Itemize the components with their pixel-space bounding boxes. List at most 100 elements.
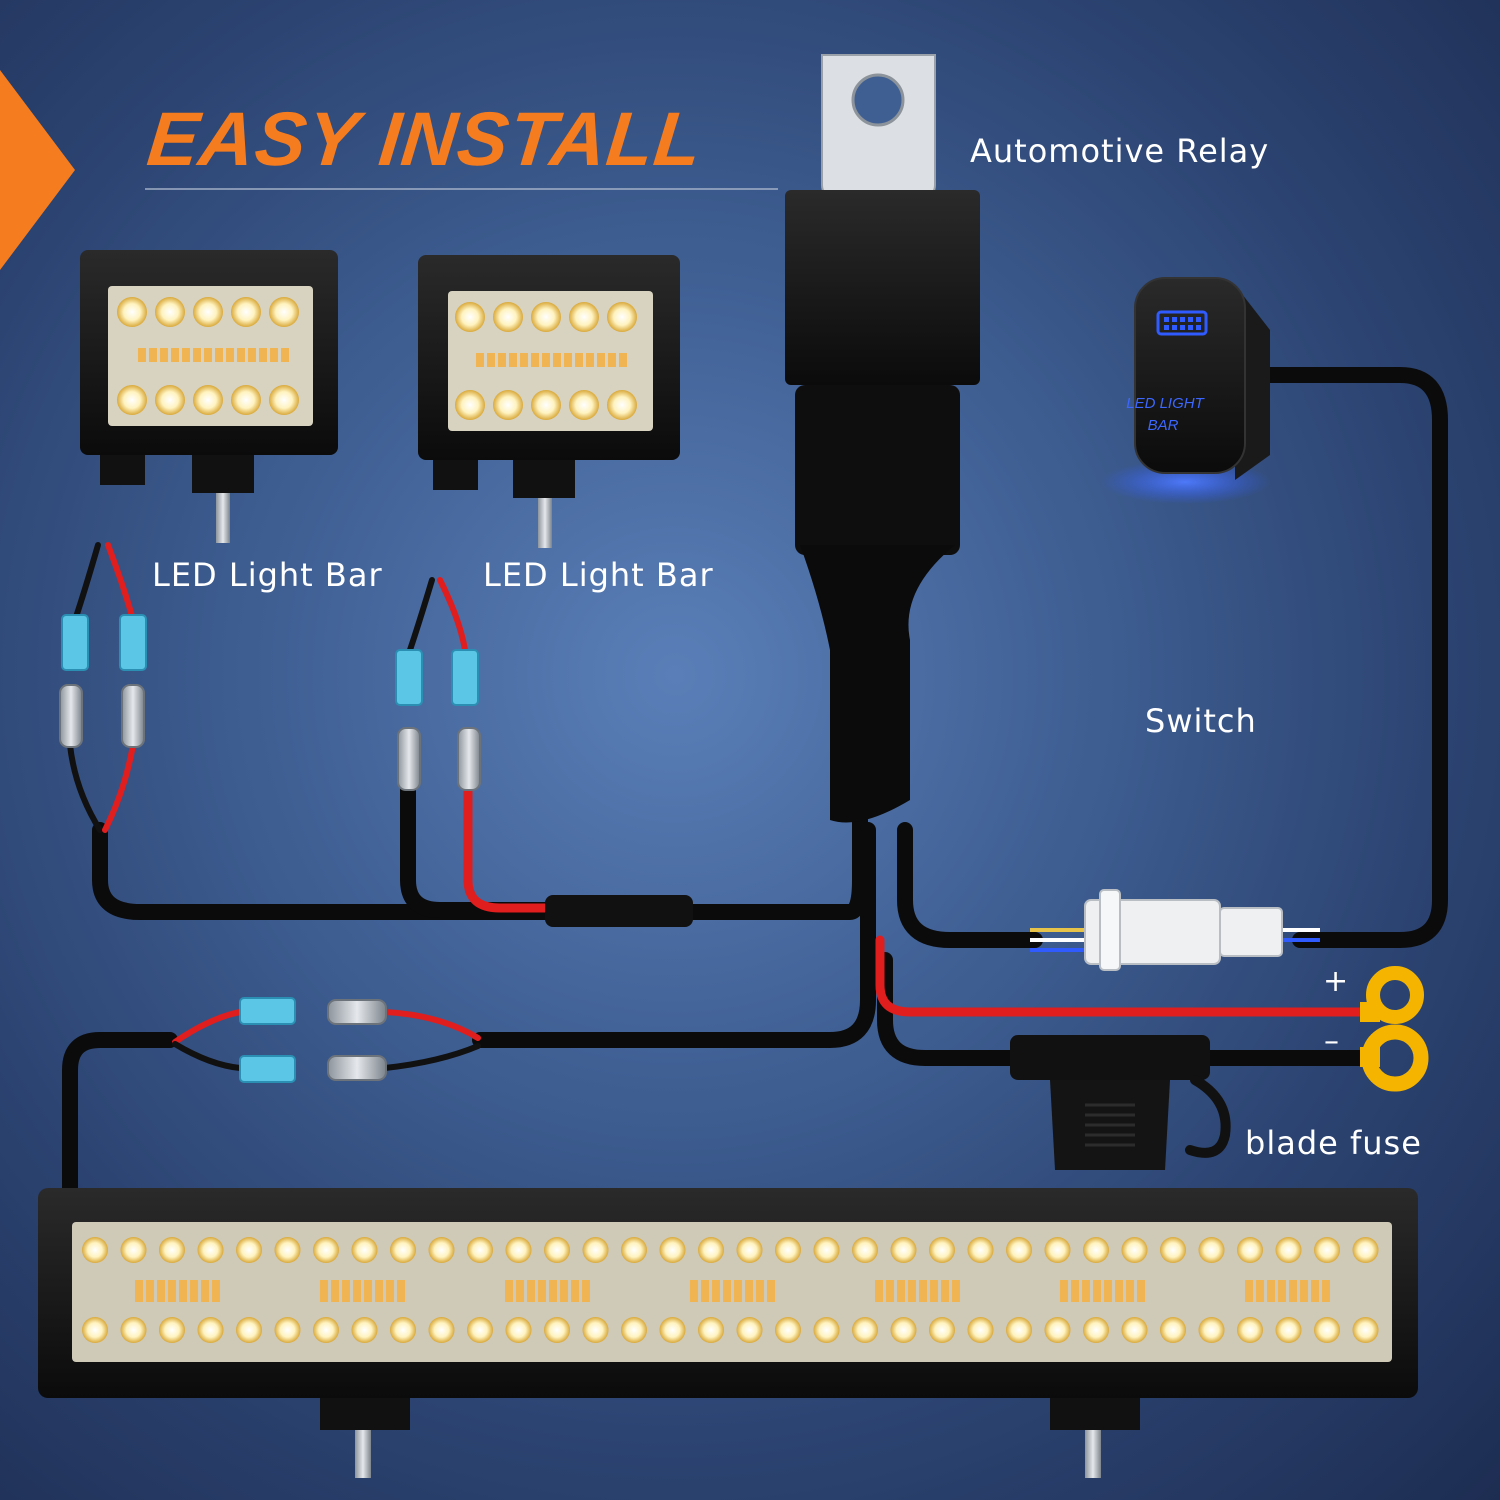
wire-switch-return xyxy=(1262,367,1448,948)
relay-body xyxy=(785,190,980,385)
led-chip-icon xyxy=(571,1280,579,1302)
led-chip-icon xyxy=(320,1280,328,1302)
led-chip-icon xyxy=(712,1280,720,1302)
led-chip-icon xyxy=(1300,1280,1308,1302)
led-chip-icon xyxy=(941,1280,949,1302)
main-bar-pigtail xyxy=(172,1009,481,1071)
led-chip-icon xyxy=(487,353,495,367)
right-lamp-pigtail xyxy=(407,577,468,653)
relay-icon xyxy=(785,54,980,823)
heat-shrink-sleeve xyxy=(545,895,693,927)
led-chip-icon xyxy=(930,1280,938,1302)
led-chip-icon xyxy=(476,353,484,367)
led-chip-icon xyxy=(538,1280,546,1302)
led-icon xyxy=(1352,1237,1379,1263)
led-icon xyxy=(197,1237,224,1263)
harness-wires xyxy=(62,367,1448,1208)
led-icon xyxy=(1083,1237,1109,1263)
led-chip-icon xyxy=(1289,1280,1297,1302)
led-icon xyxy=(505,1317,532,1343)
led-chip-icon xyxy=(1245,1280,1253,1302)
led-chip-icon xyxy=(168,1280,176,1302)
led-chip-icon xyxy=(520,353,528,367)
led-icon xyxy=(967,1317,994,1343)
battery-ring-terminals xyxy=(1360,966,1429,1092)
led-icon xyxy=(117,297,147,327)
led-icon xyxy=(193,385,223,415)
led-chip-icon xyxy=(160,348,168,362)
switch-connector-icon xyxy=(1030,889,1320,971)
ring-terminal-icon xyxy=(1366,966,1424,1024)
led-icon xyxy=(621,1237,647,1263)
led-chip-icon xyxy=(564,353,572,367)
label-led-light-bar-left: LED Light Bar xyxy=(152,556,383,594)
led-icon xyxy=(351,1317,378,1343)
led-chip-icon xyxy=(498,353,506,367)
led-icon xyxy=(455,390,485,420)
wire-main-bar-drop xyxy=(62,1032,178,1208)
led-icon xyxy=(544,1237,570,1263)
led-chip-icon xyxy=(138,348,146,362)
switch-face-line2: BAR xyxy=(1148,417,1179,434)
switch-indicator-icon xyxy=(1156,310,1208,336)
led-pod-right xyxy=(418,255,680,548)
led-chip-icon xyxy=(353,1280,361,1302)
label-automotive-relay: Automotive Relay xyxy=(970,132,1270,170)
led-chip-icon xyxy=(1267,1280,1275,1302)
led-icon xyxy=(120,1237,147,1263)
blue-terminals xyxy=(61,614,479,1083)
terminal-icon xyxy=(121,684,145,748)
led-chip-icon xyxy=(157,1280,165,1302)
led-icon xyxy=(1275,1317,1302,1343)
led-icon xyxy=(1083,1317,1109,1343)
led-icon xyxy=(659,1317,686,1343)
led-chip-icon xyxy=(179,1280,187,1302)
led-icon xyxy=(236,1237,262,1263)
led-icon xyxy=(120,1317,147,1343)
led-icon xyxy=(455,302,485,332)
led-chip-icon xyxy=(734,1280,742,1302)
wire-right-lamp-red xyxy=(463,785,550,913)
wire-right-lamp-trunk xyxy=(400,782,553,918)
led-icon xyxy=(274,1317,301,1343)
led-chip-icon xyxy=(146,1280,154,1302)
led-icon xyxy=(1314,1237,1340,1263)
wire-ground xyxy=(877,952,1023,1066)
led-chip-icon xyxy=(1256,1280,1264,1302)
led-icon xyxy=(155,297,185,327)
led-icon xyxy=(159,1237,185,1263)
led-icon xyxy=(117,385,147,415)
led-icon xyxy=(505,1237,532,1263)
led-icon xyxy=(1237,1317,1263,1343)
led-icon xyxy=(1352,1317,1379,1343)
led-chip-icon xyxy=(1104,1280,1112,1302)
led-icon xyxy=(582,1237,609,1263)
led-icon xyxy=(269,297,299,327)
led-chip-icon xyxy=(397,1280,405,1302)
led-chip-icon xyxy=(281,348,289,362)
led-chip-icon xyxy=(908,1280,916,1302)
led-icon xyxy=(274,1237,301,1263)
led-chip-icon xyxy=(919,1280,927,1302)
led-chip-icon xyxy=(619,353,627,367)
led-chip-icon xyxy=(1115,1280,1123,1302)
led-chip-icon xyxy=(386,1280,394,1302)
led-main-bar xyxy=(38,1188,1418,1478)
led-chip-icon xyxy=(608,353,616,367)
led-chip-icon xyxy=(516,1280,524,1302)
led-icon xyxy=(890,1237,917,1263)
led-chip-icon xyxy=(270,348,278,362)
led-chip-icon xyxy=(1071,1280,1079,1302)
led-chip-icon xyxy=(897,1280,905,1302)
led-icon xyxy=(82,1317,108,1343)
led-icon xyxy=(1275,1237,1302,1263)
page-title: EASY INSTALL xyxy=(143,97,707,182)
led-chip-icon xyxy=(542,353,550,367)
corner-arrow-decoration xyxy=(0,70,75,270)
led-icon xyxy=(736,1317,763,1343)
led-icon xyxy=(813,1317,840,1343)
led-icon xyxy=(390,1237,416,1263)
led-chip-icon xyxy=(582,1280,590,1302)
led-chip-icon xyxy=(135,1280,143,1302)
led-icon xyxy=(493,390,523,420)
